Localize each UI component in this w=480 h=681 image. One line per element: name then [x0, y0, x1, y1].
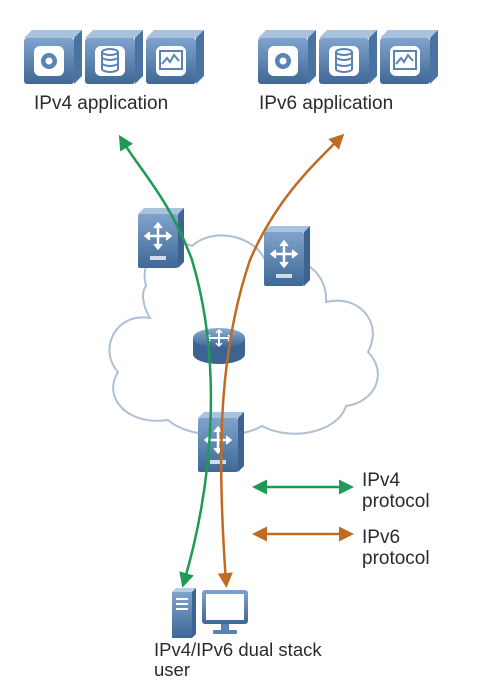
- dual-stack-user-label: IPv4/IPv6 dual stack user: [154, 639, 322, 680]
- monitor-server-icon: [146, 30, 204, 84]
- camera-server-icon: [24, 30, 82, 84]
- legend-ipv6-protocol-label: IPv6 protocol: [362, 527, 430, 569]
- monitor-icon: [202, 590, 248, 634]
- legend-ipv4-protocol-label: IPv4 protocol: [362, 470, 430, 512]
- tower-pc-icon: [172, 588, 196, 638]
- switch-icon-top-right: [264, 226, 310, 286]
- ipv6-application-label: IPv6 application: [259, 93, 394, 114]
- monitor-server-icon: [380, 30, 438, 84]
- router-icon: [193, 328, 245, 364]
- switch-icon-top-left: [138, 208, 184, 268]
- ipv4-traffic-path: [118, 134, 213, 588]
- ipv6-application-servers: [258, 30, 438, 84]
- ipv4-application-servers: [24, 30, 204, 84]
- database-server-icon: [319, 30, 377, 84]
- database-server-icon: [85, 30, 143, 84]
- ipv4-application-label: IPv4 application: [34, 93, 169, 114]
- camera-server-icon: [258, 30, 316, 84]
- ipv6-traffic-path: [217, 133, 345, 588]
